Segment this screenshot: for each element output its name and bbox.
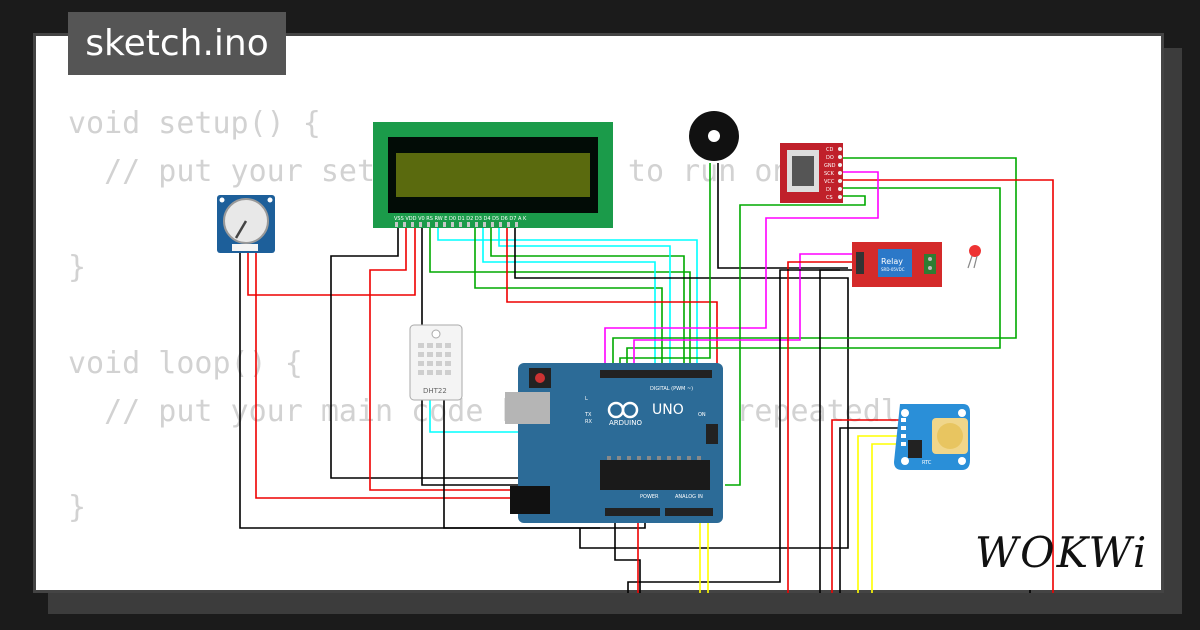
digital-label: DIGITAL (PWM ~)	[650, 386, 693, 392]
sd-pin: VCC	[824, 179, 835, 185]
wire	[717, 163, 848, 269]
on-label: ON	[698, 412, 706, 418]
sd-pin: CS	[826, 195, 833, 201]
wire	[614, 515, 641, 593]
rtc-module: RTC	[894, 404, 970, 470]
lcd-pin-labels: VSS VDD V0 RS RW E D0 D1 D2 D3 D4 D5 D6 …	[394, 216, 527, 222]
led-indicator	[967, 245, 981, 269]
analog-label: ANALOG IN	[675, 494, 703, 500]
relay-label: Relay	[881, 257, 903, 266]
wire	[627, 269, 840, 593]
wire	[498, 228, 671, 368]
lcd-display: VSS VDD V0 RS RW E D0 D1 D2 D3 D4 D5 D6 …	[373, 122, 613, 228]
dht-label: DHT22	[423, 387, 447, 395]
code-line: }	[68, 250, 87, 285]
wire	[482, 228, 656, 368]
wire	[437, 228, 698, 368]
wire	[787, 261, 855, 593]
power-label: POWER	[640, 494, 659, 500]
rtc-label: RTC	[922, 460, 932, 466]
wire	[857, 435, 900, 593]
wire	[443, 400, 600, 529]
sd-card-module: CD DO GND SCK VCC DI CS	[780, 143, 843, 203]
arduino-uno: UNO ARDUINO DIGITAL (PWM ~) ANALOG IN PO…	[505, 363, 723, 523]
wire	[843, 179, 1054, 593]
l-label: L	[585, 396, 588, 402]
wire	[819, 269, 855, 593]
code-line: void loop() {	[68, 346, 303, 381]
wire	[429, 228, 691, 368]
arduino-maker: ARDUINO	[609, 419, 642, 427]
wire	[330, 228, 645, 479]
wire	[831, 419, 900, 593]
sd-pin: SCK	[824, 171, 835, 177]
buzzer	[689, 111, 739, 161]
sd-pin: DO	[826, 155, 834, 161]
wire	[612, 157, 1017, 368]
sketch-filename: sketch.ino	[68, 12, 286, 75]
dht22-sensor: DHT22	[409, 324, 463, 401]
wire	[369, 228, 628, 491]
code-line: void setup() {	[68, 106, 321, 141]
wire	[839, 427, 900, 593]
relay-sublabel: SRD-05VDC	[881, 267, 905, 272]
tx-label: TX	[584, 412, 592, 418]
relay-module: Relay SRD-05VDC	[852, 242, 942, 287]
sd-pin: GND	[824, 163, 836, 169]
sd-pin: CD	[826, 147, 833, 153]
arduino-brand: UNO	[652, 402, 684, 418]
wire	[514, 228, 849, 549]
wire	[633, 253, 855, 368]
wire	[604, 171, 879, 368]
rx-label: RX	[585, 419, 592, 425]
code-line: }	[68, 490, 87, 525]
wire	[490, 228, 685, 368]
wire	[871, 443, 900, 593]
wire	[506, 228, 718, 368]
wire	[626, 187, 1001, 368]
sd-pin: DI	[826, 187, 831, 193]
wokwi-logo: WOKWi	[975, 528, 1149, 577]
wire	[725, 195, 866, 486]
potentiometer[interactable]	[217, 195, 275, 253]
